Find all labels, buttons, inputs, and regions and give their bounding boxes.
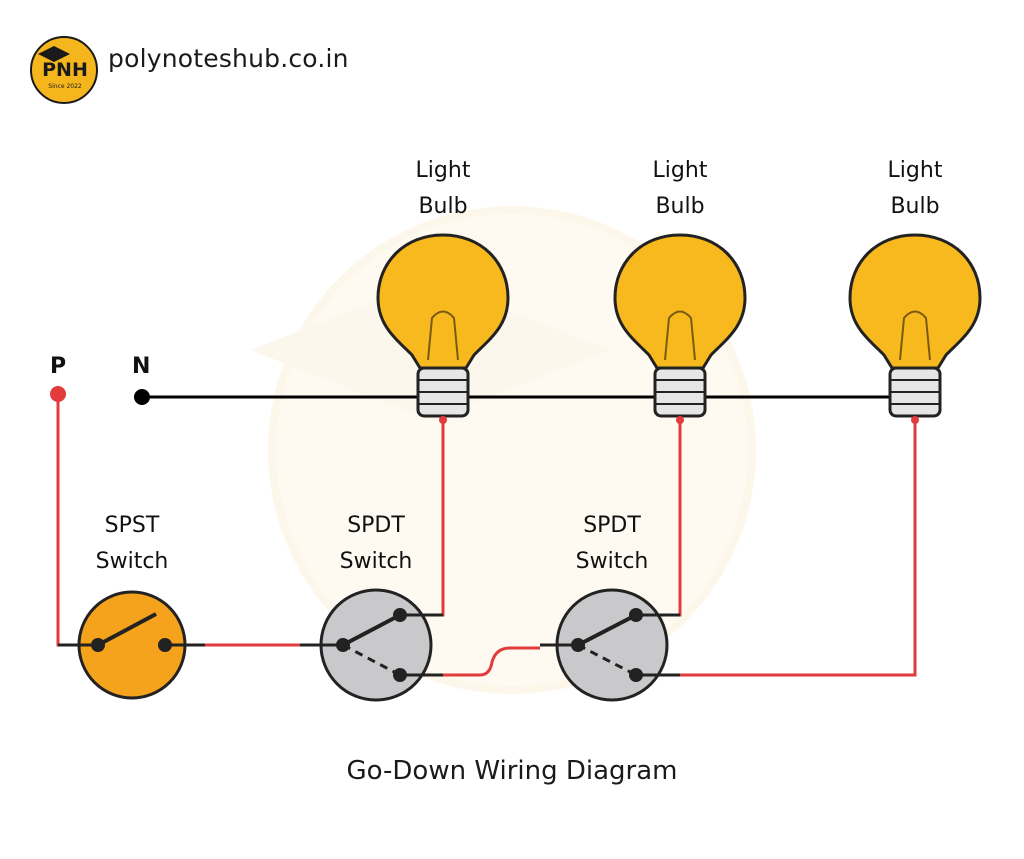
bulb-2-label: Light Bulb xyxy=(630,153,730,225)
bulb-2-label-line2: Bulb xyxy=(655,194,705,219)
spdt-switch-2 xyxy=(540,588,680,702)
light-bulb-1 xyxy=(376,233,510,424)
neutral-label: N xyxy=(132,354,151,379)
phase-terminal xyxy=(50,386,66,402)
neutral-terminal xyxy=(134,389,150,405)
pnh-logo: PNH Since 2022 xyxy=(30,36,98,104)
light-bulb-2 xyxy=(613,233,747,424)
spdt-switch-1-label-line1: SPDT xyxy=(347,513,405,538)
bulb-3-label: Light Bulb xyxy=(865,153,965,225)
spdt-switch-1 xyxy=(300,588,443,702)
spst-switch-label-line1: SPST xyxy=(104,513,160,538)
bulb-3-label-line1: Light xyxy=(887,158,943,183)
diagram-caption: Go-Down Wiring Diagram xyxy=(346,756,678,786)
phase-label: P xyxy=(50,354,67,379)
site-name[interactable]: polynoteshub.co.in xyxy=(108,44,349,73)
spdt-switch-2-label-line1: SPDT xyxy=(583,513,641,538)
spdt-switch-1-label-line2: Switch xyxy=(339,549,413,574)
bulb-3-label-line2: Bulb xyxy=(890,194,940,219)
svg-text:Since 2022: Since 2022 xyxy=(48,83,82,90)
spst-switch-label-line2: Switch xyxy=(95,549,169,574)
spdt-switch-2-label: SPDT Switch xyxy=(552,508,672,580)
spdt-switch-1-label: SPDT Switch xyxy=(316,508,436,580)
bulb-2-label-line1: Light xyxy=(652,158,708,183)
spdt-switch-2-label-line2: Switch xyxy=(575,549,649,574)
spst-switch xyxy=(58,590,205,700)
bulb-1-label: Light Bulb xyxy=(393,153,493,225)
bulb-1-label-line2: Bulb xyxy=(418,194,468,219)
bulb-1-label-line1: Light xyxy=(415,158,471,183)
light-bulb-3 xyxy=(848,233,982,424)
svg-text:PNH: PNH xyxy=(42,59,88,81)
spst-switch-label: SPST Switch xyxy=(72,508,192,580)
